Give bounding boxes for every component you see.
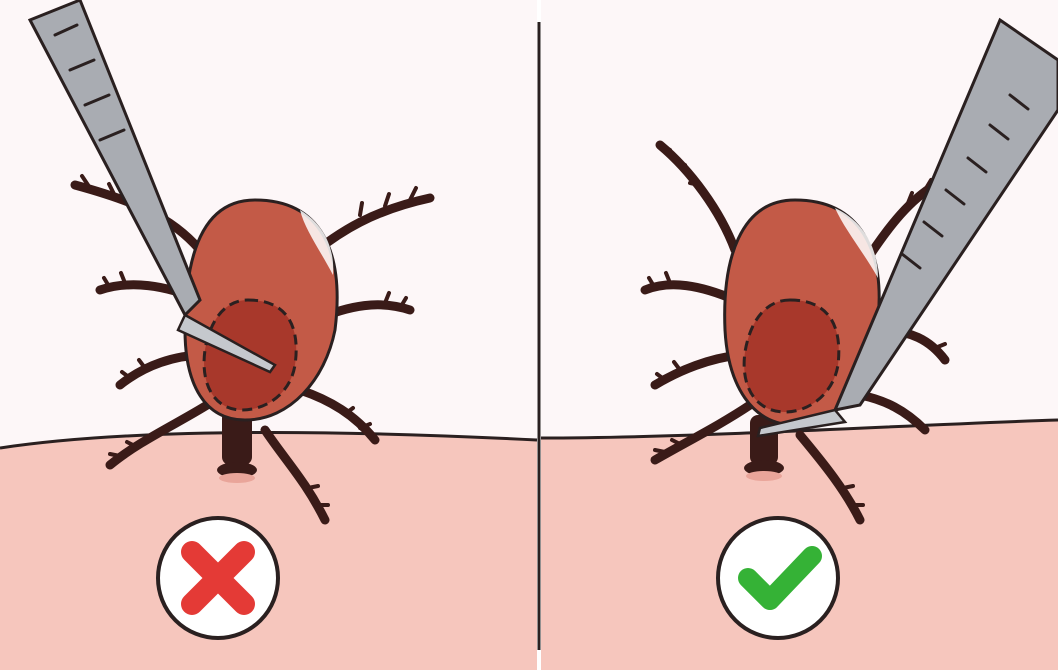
panel-correct xyxy=(541,0,1058,670)
panel-wrong xyxy=(0,0,537,670)
verdict-wrong xyxy=(158,518,278,638)
verdict-correct xyxy=(718,518,838,638)
